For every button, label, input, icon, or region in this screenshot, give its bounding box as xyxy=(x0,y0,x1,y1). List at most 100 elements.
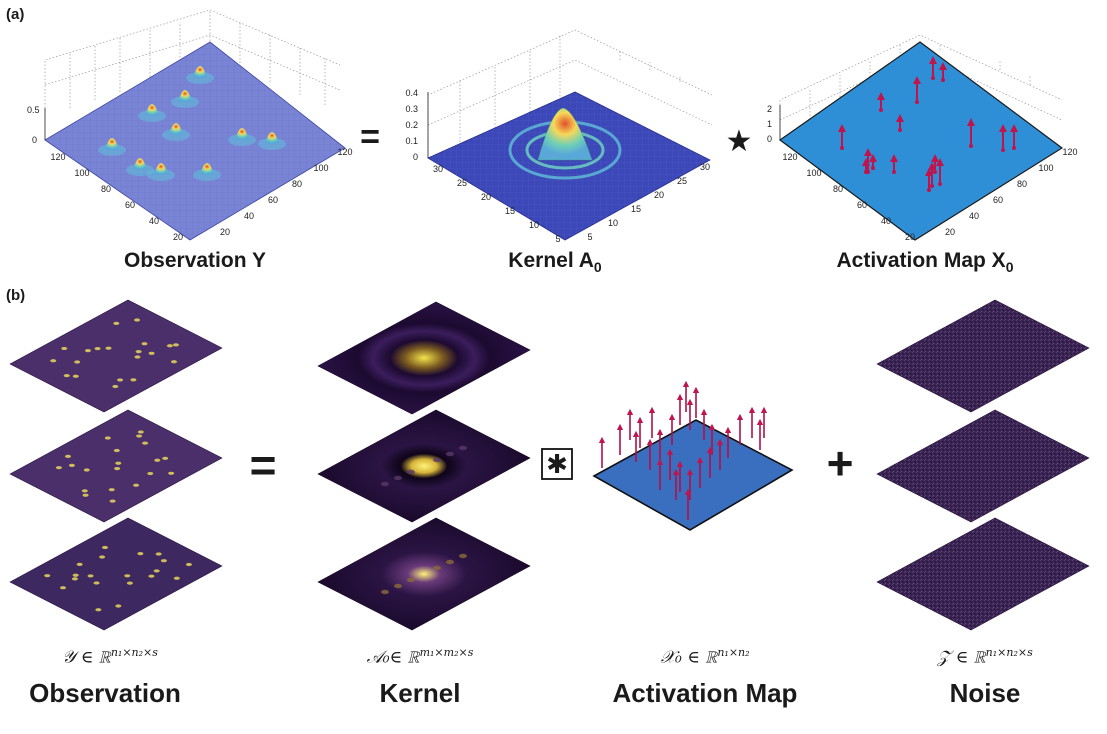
observation-grid-walls xyxy=(44,9,341,115)
axis-tick-label: 20 xyxy=(945,227,955,237)
activation-arrow-base xyxy=(941,78,945,82)
kernel-slice-3 xyxy=(317,517,531,631)
observation-blob xyxy=(109,499,116,503)
observation-peak xyxy=(200,163,214,175)
activation-plane-surface xyxy=(592,419,794,531)
observation-blob xyxy=(82,493,89,497)
axis-tick-label: 0 xyxy=(767,134,772,144)
kernel-band xyxy=(446,559,454,565)
axis-tick-label: 0.2 xyxy=(405,120,418,130)
axis-tick-label: 80 xyxy=(101,184,111,194)
observation-blob xyxy=(87,574,94,578)
panel-a-label: (a) xyxy=(6,6,25,23)
activation-surface xyxy=(778,41,1064,241)
observation-blob xyxy=(166,344,173,348)
activation-arrow-base xyxy=(1001,148,1005,152)
observation-blob xyxy=(148,351,155,355)
axis-tick-label: 0.4 xyxy=(405,88,418,98)
kernel-grid-walls xyxy=(427,29,713,155)
kernel-band xyxy=(407,469,415,475)
observation-blob xyxy=(142,441,149,445)
activation-arrow-base xyxy=(892,170,896,174)
activation-math: 𝒳₀ ∈ ℝn₁×n₂ xyxy=(660,646,750,668)
observation-blob xyxy=(105,346,112,350)
convolution-box xyxy=(541,448,573,480)
axis-tick-label: 80 xyxy=(292,179,302,189)
observation-peak xyxy=(145,104,159,116)
observation-blob xyxy=(95,608,102,612)
axis-tick-label: 5 xyxy=(587,232,592,242)
observation-blob xyxy=(71,577,78,581)
activation-arrow-base xyxy=(969,144,973,148)
axis-tick-label: 120 xyxy=(1062,147,1077,157)
activation-arrow-base xyxy=(927,188,931,192)
observation-blob xyxy=(55,466,62,470)
kernel-caption: Kernel xyxy=(379,678,461,708)
activation-plane-arrows xyxy=(598,380,768,520)
observation-blob xyxy=(135,350,142,354)
observation-slice-3 xyxy=(9,517,223,631)
observation-peak xyxy=(105,138,119,150)
observation-z-tick: 0 xyxy=(32,135,37,145)
observation-blob xyxy=(134,318,141,322)
observation-blob xyxy=(104,436,111,440)
axis-tick-label: 120 xyxy=(337,147,352,157)
kernel-band xyxy=(381,481,389,487)
activation-arrow-base xyxy=(938,182,942,186)
observation-blob xyxy=(147,471,154,476)
kernel-band xyxy=(459,445,467,451)
axis-tick-label: 1 xyxy=(767,119,772,129)
panel-a-equals: = xyxy=(360,118,380,156)
kernel-z-ticks: 00.10.20.30.4 xyxy=(405,88,418,162)
axis-tick-label: 25 xyxy=(677,176,687,186)
activation-x0-caption: Activation Map X0 xyxy=(836,249,1014,276)
kernel-band xyxy=(433,457,441,463)
observation-blob xyxy=(133,483,140,487)
observation-blob xyxy=(72,573,79,577)
observation-blob xyxy=(114,466,121,471)
activation-arrow-base xyxy=(1012,146,1016,150)
axis-tick-label: 15 xyxy=(505,206,515,216)
noise-slices xyxy=(876,299,1090,631)
activation-z-ticks: 012 xyxy=(767,104,772,144)
observation-blob xyxy=(76,562,83,567)
observation-blob xyxy=(137,430,144,434)
noise-caption: Noise xyxy=(949,678,1021,708)
observation-blob xyxy=(65,454,71,458)
observation-blob xyxy=(130,378,137,382)
observation-blob xyxy=(137,552,144,556)
kernel-peak xyxy=(537,107,593,161)
axis-tick-label: 100 xyxy=(1038,163,1053,173)
panel-b-label: (b) xyxy=(6,287,26,304)
observation-blob xyxy=(124,574,131,578)
observation-blob xyxy=(83,468,90,472)
activation-arrow-base xyxy=(840,146,844,150)
axis-tick-label: 120 xyxy=(50,152,65,162)
kernel-band xyxy=(459,553,467,559)
observation-blob xyxy=(61,346,68,351)
panel-b-convolution-symbol: ✱ xyxy=(546,449,568,479)
axis-tick-label: 20 xyxy=(654,190,664,200)
observation-blob xyxy=(148,574,155,578)
activation-arrow-base xyxy=(933,170,937,174)
observation-slices xyxy=(9,299,223,631)
observation-blob xyxy=(141,342,148,346)
observation-blob xyxy=(113,448,120,453)
axis-tick-label: 40 xyxy=(244,211,254,221)
observation-blob xyxy=(99,555,106,559)
observation-blob xyxy=(136,434,143,438)
axis-tick-label: 60 xyxy=(268,195,278,205)
observation-peaks xyxy=(98,66,286,181)
observation-blob xyxy=(160,559,167,563)
observation-blob xyxy=(162,456,169,460)
observation-surface-mesh xyxy=(45,42,345,240)
axis-tick-label: 20 xyxy=(173,232,183,242)
observation-blob xyxy=(154,458,161,462)
panel-a-convolution-star: ★ xyxy=(725,125,753,158)
